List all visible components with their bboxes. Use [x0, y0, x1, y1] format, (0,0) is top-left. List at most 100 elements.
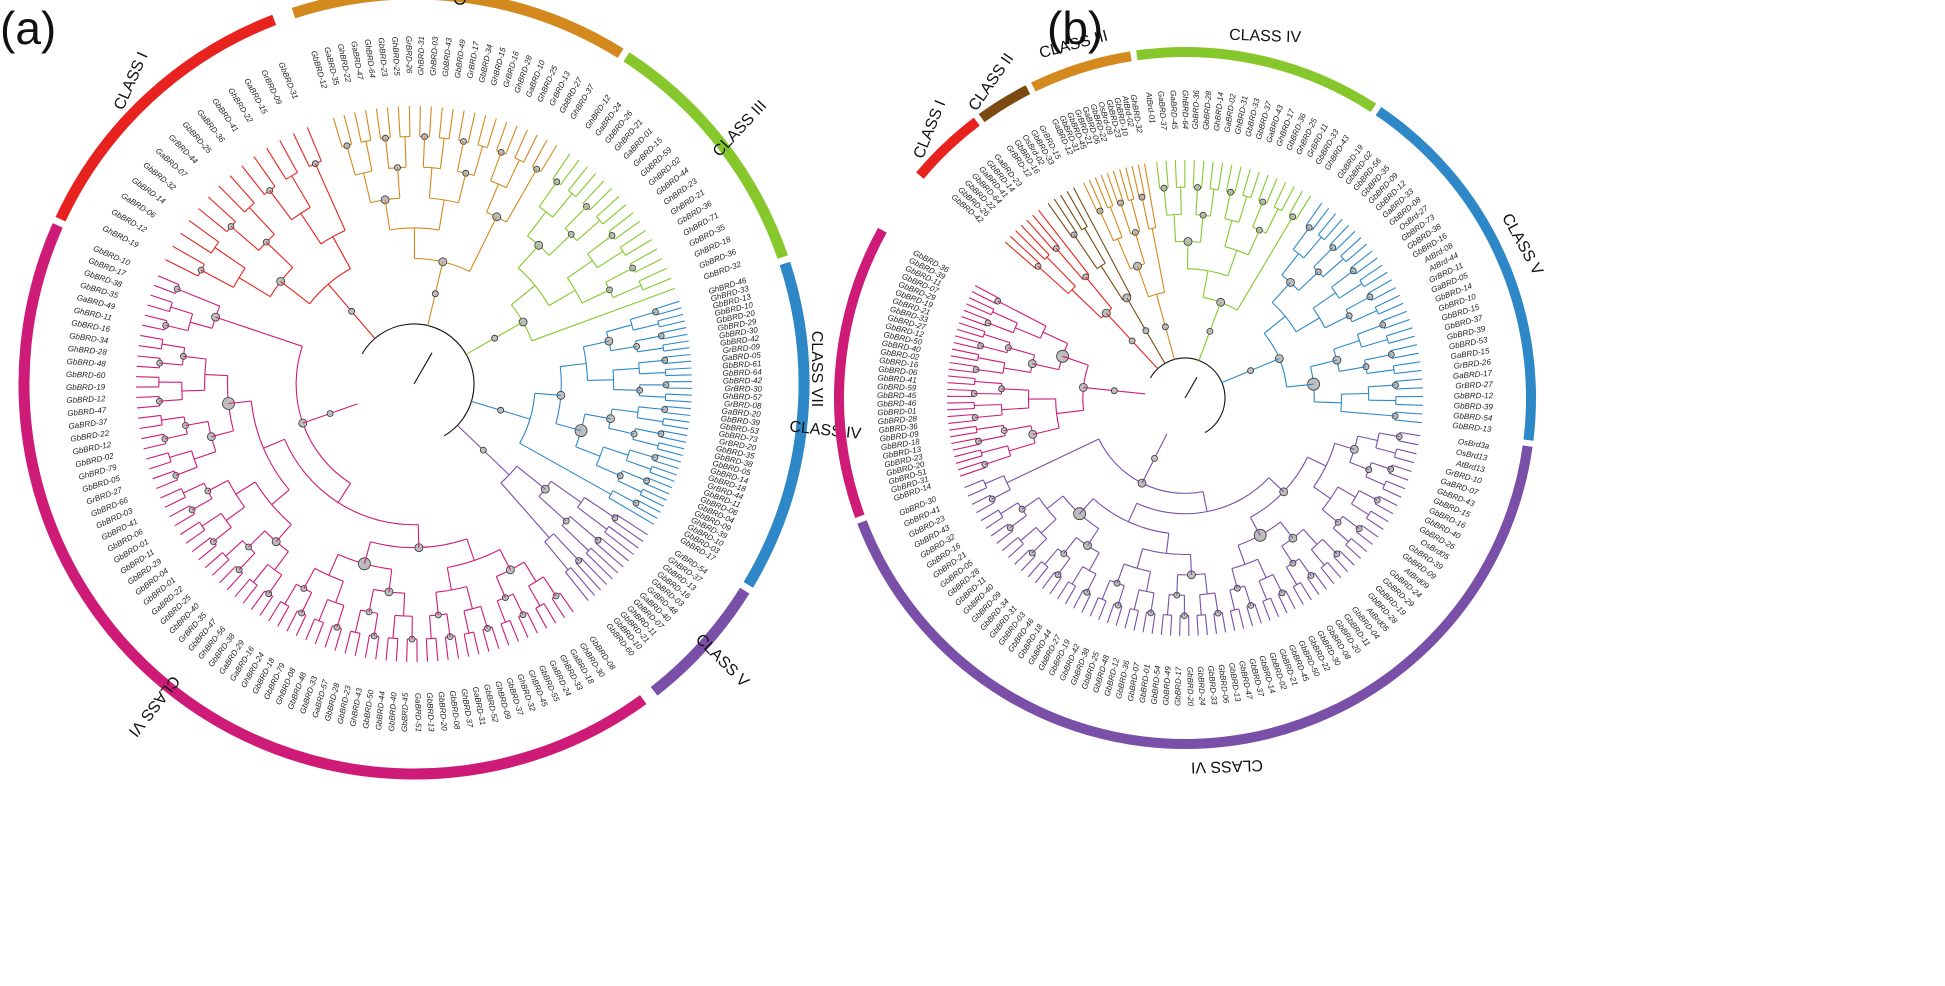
- class-label: CLASS VII: [808, 331, 825, 407]
- branch: [274, 551, 289, 571]
- branch: [295, 614, 307, 637]
- branch: [1115, 606, 1123, 626]
- branch: [1057, 557, 1071, 576]
- branch-arc: [435, 586, 467, 593]
- branch: [392, 615, 396, 639]
- branch: [639, 395, 666, 398]
- branch: [1390, 344, 1418, 352]
- branch: [1065, 585, 1077, 605]
- leaf-label: GbBRD-59: [877, 382, 917, 392]
- branch-arc: [220, 513, 232, 528]
- branch: [466, 538, 475, 561]
- branch: [1361, 338, 1388, 348]
- branch: [1041, 571, 1056, 589]
- leaf-label: GbBRD-64: [723, 368, 763, 378]
- class-label: CLASS VI: [1191, 756, 1264, 776]
- root-arc: [1149, 357, 1226, 434]
- branch: [664, 411, 691, 417]
- branch: [967, 487, 987, 497]
- branch: [489, 152, 502, 182]
- branch: [1312, 292, 1336, 309]
- branch: [625, 239, 652, 256]
- leaf-label: GbBRD-20: [436, 691, 448, 731]
- branch: [518, 616, 529, 638]
- class-band: [978, 85, 1031, 123]
- branch: [183, 355, 207, 360]
- branch: [1265, 178, 1278, 204]
- branch: [136, 365, 160, 369]
- branch: [1345, 296, 1371, 311]
- branch: [1042, 331, 1068, 344]
- branch: [219, 566, 236, 584]
- branch: [1391, 352, 1419, 359]
- branch: [268, 601, 282, 622]
- branch: [961, 315, 988, 327]
- branch: [1037, 265, 1069, 295]
- branch: [1196, 615, 1199, 636]
- clade-class-v: CLASS VGrBRD-54GhBRD-37GbBRD-13GbBRD-16G…: [457, 425, 752, 696]
- branch: [1100, 175, 1114, 206]
- branch: [469, 216, 498, 272]
- branch-arc: [1136, 477, 1270, 515]
- branch-arc: [1340, 394, 1343, 412]
- branch: [531, 139, 548, 167]
- branch: [136, 405, 160, 409]
- leaf-label: GrBRD-08: [724, 399, 762, 410]
- branch: [146, 452, 169, 460]
- branch: [655, 454, 681, 463]
- bootstrap-node: [497, 406, 505, 414]
- branch: [626, 459, 652, 470]
- branch: [1359, 264, 1383, 281]
- branch: [169, 505, 191, 518]
- branch: [1141, 197, 1150, 230]
- branch: [152, 470, 175, 480]
- branch: [241, 165, 265, 195]
- branch: [269, 190, 293, 221]
- branch: [486, 183, 500, 213]
- branch: [519, 442, 612, 495]
- branch: [665, 399, 692, 403]
- branch: [229, 175, 255, 204]
- leaf-label: GbBRD-45: [877, 391, 917, 400]
- branch: [978, 435, 1006, 442]
- branch: [1311, 207, 1330, 231]
- branch: [1242, 168, 1251, 196]
- branch: [1133, 610, 1139, 631]
- branch: [1032, 427, 1060, 435]
- branch: [384, 199, 391, 230]
- branch: [606, 324, 632, 333]
- bootstrap-node: [479, 446, 487, 454]
- branch: [1302, 529, 1318, 545]
- branch: [570, 567, 595, 596]
- branch: [955, 455, 983, 464]
- branch: [1165, 533, 1170, 554]
- branch: [141, 433, 165, 440]
- branch: [543, 603, 557, 624]
- branch: [1321, 509, 1339, 523]
- branch: [1202, 270, 1209, 298]
- branch: [303, 568, 316, 589]
- branch: [639, 494, 664, 507]
- branch: [603, 446, 629, 456]
- class-band: [1136, 47, 1377, 113]
- branch: [517, 244, 540, 269]
- branch: [617, 480, 642, 493]
- branch: [638, 406, 665, 411]
- branch: [458, 110, 465, 141]
- branch: [1333, 556, 1349, 573]
- branch: [608, 497, 655, 525]
- branch: [637, 499, 661, 513]
- leaf-label: AtBrd-01: [1144, 91, 1157, 124]
- branch: [1020, 225, 1050, 256]
- branch: [439, 138, 445, 169]
- branch: [1060, 194, 1083, 231]
- root-arc: [361, 323, 475, 437]
- branch: [1341, 392, 1369, 395]
- branch: [284, 584, 297, 605]
- branch: [575, 173, 597, 198]
- branch: [613, 389, 640, 391]
- branch: [1310, 549, 1325, 566]
- branch-arc: [350, 630, 361, 634]
- branch: [500, 623, 510, 646]
- branch: [596, 195, 620, 218]
